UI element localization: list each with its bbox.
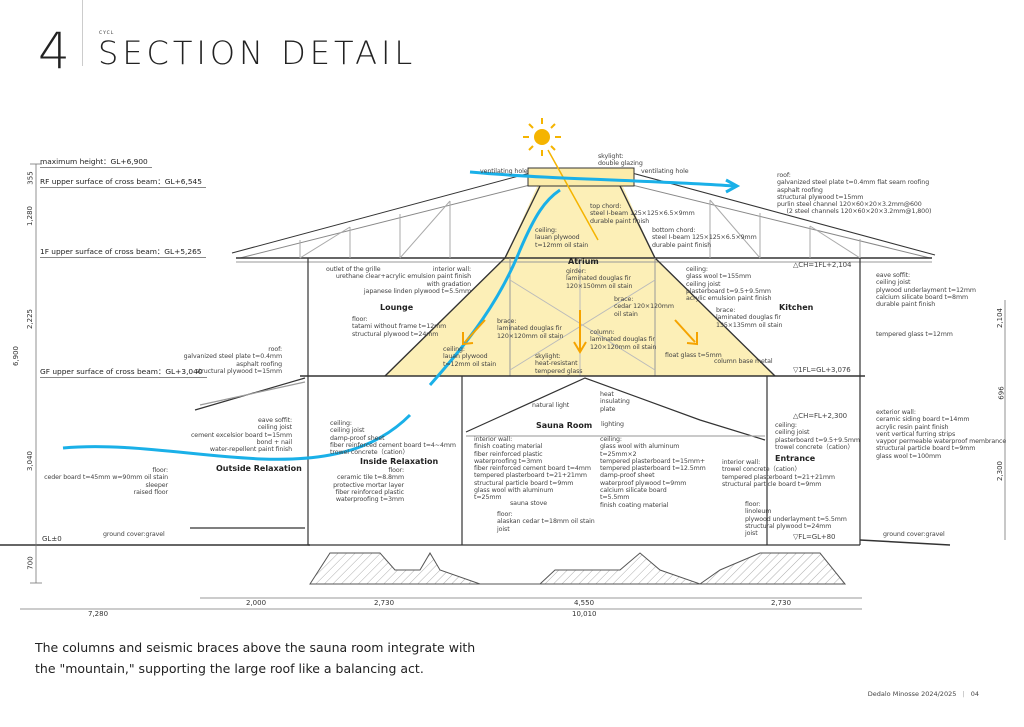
- note-bottom-chord: bottom chord: steel I-beam 125×125×6.5×9…: [652, 227, 757, 249]
- footer-page-number: 04: [970, 690, 979, 698]
- note-interior-wall: interior wall: urethane clear+acrylic em…: [335, 266, 471, 295]
- note-fl-level: ▽FL=GL+80: [793, 533, 836, 541]
- note-floor: floor: ceramic tile t=8.8mm protective m…: [333, 467, 404, 504]
- note-grille: outlet of the grille: [326, 266, 381, 273]
- dim-bottom: 2,730: [771, 599, 792, 607]
- note-fl-level: ▽1FL=GL+3,076: [793, 366, 851, 374]
- dim-right: 696: [997, 386, 1006, 400]
- note-floor: floor: tatami without frame t=12mm struc…: [352, 316, 447, 338]
- room-lounge: Lounge: [380, 303, 414, 312]
- note-ch-level: △CH=FL+2,300: [793, 412, 848, 420]
- dim-right: 2,300: [996, 460, 1005, 482]
- note-brace: brace: cedar 120×120mm oil stain: [614, 296, 674, 318]
- dim-bottom-left: 7,280: [88, 610, 109, 618]
- note-floor: floor: ceder board t=45mm w=90mm oil sta…: [44, 467, 168, 496]
- note-column: column: laminated douglas fir 120×120mm …: [590, 329, 657, 351]
- room-inside-relaxation: Inside Relaxation: [360, 457, 439, 466]
- note-interior-wall: interior wall: trowel concrete（cation） t…: [722, 459, 835, 488]
- level-max-height: maximum height：GL+6,900: [40, 156, 152, 168]
- section-kicker: CYCL: [99, 31, 115, 36]
- note-ceiling: ceiling: ceiling joist damp-proof sheet …: [330, 420, 456, 457]
- sun-icon: [523, 118, 599, 241]
- level-gf: GF upper surface of cross beam：GL+3,040: [40, 366, 207, 378]
- dimension-lines: [20, 163, 1006, 610]
- note-floor: floor: alaskan cedar t=18mm oil stain jo…: [497, 511, 595, 533]
- dim-bottom: 4,550: [574, 599, 595, 607]
- note-ch-level: △CH=1FL+2,104: [793, 261, 852, 269]
- note-skylight: skylight: double glazing: [598, 153, 643, 168]
- note-float-glass: float glass t=5mm: [665, 352, 722, 359]
- note-top-chord: top chord: steel I-beam 125×125×6.5×9mm …: [590, 203, 695, 225]
- note-eave-soffit: eave soffit: ceiling joist cement excels…: [190, 417, 292, 454]
- note-ground-cover: ground cover:gravel: [103, 531, 165, 538]
- note-interior-wall: interior wall: finish coating material f…: [474, 436, 591, 502]
- footer: Dedalo Minosse 2024/2025 | 04: [868, 690, 979, 698]
- dim-right: 2,104: [996, 307, 1005, 329]
- note-ceiling: ceiling: glass wool t=155mm ceiling jois…: [686, 266, 772, 303]
- footer-publication: Dedalo Minosse 2024/2025: [867, 690, 957, 698]
- note-floor: floor: linoleum plywood underlayment t=5…: [745, 501, 847, 538]
- note-eave-soffit: eave soffit: ceiling joist plywood under…: [876, 272, 976, 309]
- note-ventilating-hole: ventilating hole: [641, 168, 689, 175]
- dim-bottom: 2,730: [374, 599, 395, 607]
- foundation: [309, 552, 847, 585]
- dim-bottom-total: 10,010: [572, 610, 597, 618]
- note-ceiling: ceiling: lauan plywood t=12mm oil stain: [443, 346, 497, 368]
- note-column-base: column base metal: [714, 358, 773, 365]
- note-sauna-stove: sauna stove: [510, 500, 548, 507]
- dim-left: 1,280: [26, 205, 35, 227]
- note-natural-light: natural light: [532, 402, 570, 409]
- section-number: 4: [38, 22, 70, 80]
- room-sauna: Sauna Room: [536, 421, 593, 430]
- page-title: SECTION DETAIL: [98, 34, 417, 72]
- note-skylight: skylight: heat-resistant tempered glass: [535, 353, 583, 375]
- level-gl: GL±0: [42, 535, 62, 543]
- load-arrows: [462, 310, 698, 354]
- note-lighting: lighting: [601, 421, 624, 428]
- dim-left: 700: [26, 556, 35, 570]
- building-structure: [190, 258, 865, 546]
- note-roof: roof: galvanized steel plate t=0.4mm asp…: [183, 346, 282, 375]
- note-roof: roof: galvanized steel plate t=0.4mm fla…: [777, 172, 932, 216]
- caption-line: The columns and seismic braces above the…: [35, 640, 476, 655]
- room-kitchen: Kitchen: [779, 303, 814, 312]
- roof: [231, 167, 936, 377]
- room-atrium: Atrium: [568, 257, 599, 266]
- wind-flow-arrows: [62, 170, 741, 461]
- note-tempered-glass: tempered glass t=12mm: [876, 331, 953, 338]
- note-ground-cover: ground cover:gravel: [883, 531, 945, 538]
- dim-left: 6,900: [12, 345, 21, 367]
- note-brace: brace: laminated douglas fir 135×135mm o…: [716, 307, 783, 329]
- footer-divider: |: [962, 690, 965, 698]
- note-ventilating-hole: ventilating hole: [480, 168, 528, 175]
- room-entrance: Entrance: [775, 454, 816, 463]
- room-outside-relaxation: Outside Relaxation: [216, 464, 302, 473]
- note-heat-plate: heat insulating plate: [600, 391, 630, 413]
- dim-left: 3,040: [26, 450, 35, 472]
- note-girder: girder: laminated douglas fir 120×150mm …: [566, 268, 633, 290]
- level-1f: 1F upper surface of cross beam：GL+5,265: [40, 246, 206, 258]
- note-exterior-wall: exterior wall: ceramic siding board t=14…: [876, 409, 1007, 460]
- note-ceiling: ceiling: glass wool with aluminum t=25mm…: [600, 436, 706, 509]
- title-divider: [82, 0, 83, 66]
- level-rf: RF upper surface of cross beam：GL+6,545: [40, 176, 206, 188]
- dim-left: 355: [26, 171, 35, 185]
- dim-bottom: 2,000: [246, 599, 267, 607]
- caption-line: the "mountain," supporting the large roo…: [35, 661, 424, 676]
- note-ceiling: ceiling: lauan plywood t=12mm oil stain: [535, 227, 589, 249]
- note-brace: brace: laminated douglas fir 120×120mm o…: [497, 318, 564, 340]
- note-ceiling: ceiling: ceiling joist plasterboard t=9.…: [775, 422, 860, 451]
- dim-left: 2,225: [26, 308, 35, 330]
